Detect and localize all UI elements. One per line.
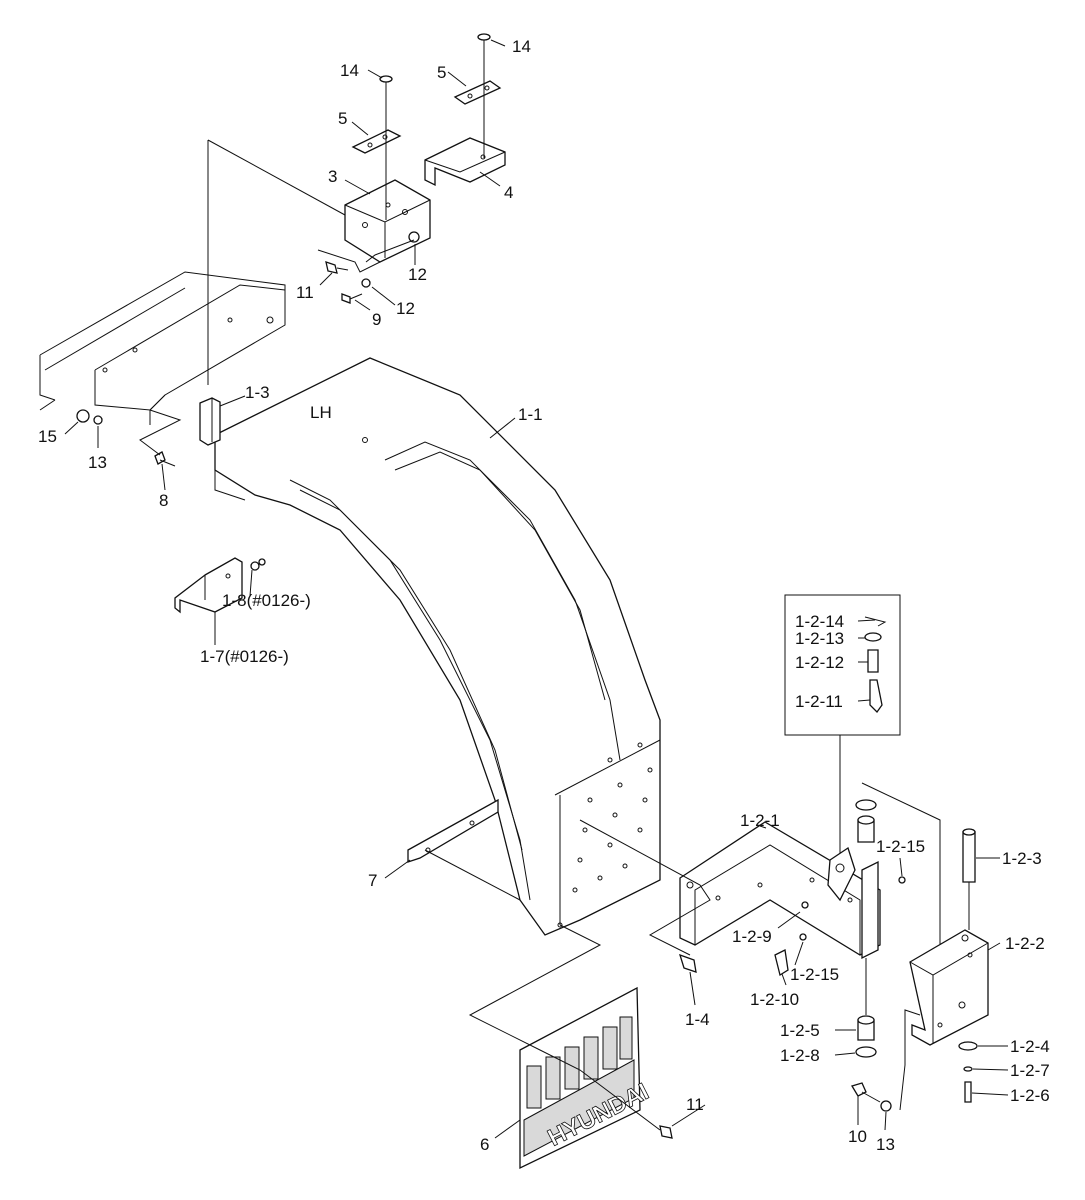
label-4: 4 (504, 183, 513, 202)
washer-1-2-8 (855, 1046, 877, 1058)
label-1-2-12: 1-2-12 (795, 653, 844, 672)
label-1-2-5: 1-2-5 (780, 1021, 820, 1040)
construction-lines (139, 58, 941, 1131)
block-1-3 (199, 397, 221, 446)
label-1-2-15-upper: 1-2-15 (876, 837, 925, 856)
bolt-9 (341, 293, 363, 304)
latch-assembly (827, 846, 856, 902)
label-1-2-1: 1-2-1 (740, 811, 780, 830)
label-9: 9 (372, 310, 381, 329)
label-8: 8 (159, 491, 168, 510)
label-1-2-4: 1-2-4 (1010, 1037, 1050, 1056)
label-13-upper: 13 (88, 453, 107, 472)
washer-1-2-15-upper (898, 876, 906, 884)
pin-1-2-10 (774, 949, 789, 977)
plate-5-right (453, 80, 502, 105)
label-13-lower: 13 (876, 1135, 895, 1154)
washer-13-lower (880, 1100, 892, 1112)
washer-13-upper (93, 415, 103, 425)
label-3: 3 (328, 167, 337, 186)
latch-detail-box (784, 594, 901, 860)
label-12-lower: 12 (396, 299, 415, 318)
screw-14-right (477, 33, 491, 58)
label-1-1: 1-1 (518, 405, 543, 424)
label-15: 15 (38, 427, 57, 446)
bolt-1-4 (678, 953, 697, 973)
nut-12-upper (408, 231, 420, 243)
label-1-3: 1-3 (245, 383, 270, 402)
label-1-2-13: 1-2-13 (795, 629, 844, 648)
label-1-2-3: 1-2-3 (1002, 849, 1042, 868)
label-1-2-6: 1-2-6 (1010, 1086, 1050, 1105)
bracket-1-2-2 (909, 929, 989, 1046)
part-labels: LH 14 14 5 5 3 4 11 12 12 9 1-3 1-1 15 1… (38, 37, 1050, 1154)
hinge-bracket-1-2-1 (679, 821, 881, 960)
label-7: 7 (368, 871, 377, 890)
bolt-11-upper (325, 261, 349, 274)
bracket-1-7 (174, 557, 243, 614)
washer-top (855, 799, 877, 811)
bolt-1-8 (250, 558, 266, 571)
chassis-frame (39, 271, 286, 425)
label-1-2-9: 1-2-9 (732, 927, 772, 946)
mounting-bracket-4 (424, 137, 506, 187)
label-1-2-8: 1-2-8 (780, 1046, 820, 1065)
label-1-4: 1-4 (685, 1010, 710, 1029)
label-1-7: 1-7(#0126-) (200, 647, 289, 666)
collar-top (857, 815, 875, 843)
bolt-8 (154, 451, 176, 467)
side-label-lh: LH (310, 403, 332, 422)
leader-lines (64, 39, 1009, 1139)
label-1-2-11: 1-2-11 (795, 692, 843, 711)
label-14-left: 14 (340, 61, 359, 80)
label-1-2-15-lower: 1-2-15 (790, 965, 839, 984)
label-1-2-2: 1-2-2 (1005, 934, 1045, 953)
label-1-2-10: 1-2-10 (750, 990, 799, 1009)
pin-1-2-6 (964, 1081, 972, 1103)
label-1-8: 1-8(#0126-) (222, 591, 311, 610)
nut-12-lower (361, 278, 371, 288)
label-5-right: 5 (437, 63, 446, 82)
washer-1-2-4 (958, 1041, 978, 1051)
label-5-left: 5 (338, 109, 347, 128)
screw-14-left (379, 75, 393, 100)
bolt-11-lower (659, 1125, 673, 1139)
nut-1-2-9 (801, 901, 809, 909)
pin-1-2-3 (962, 828, 976, 930)
collar-1-2-5 (857, 1015, 875, 1041)
nut-15 (76, 409, 90, 423)
label-1-2-14: 1-2-14 (795, 612, 844, 631)
label-10: 10 (848, 1127, 867, 1146)
label-11-lower: 11 (686, 1095, 704, 1114)
label-1-2-7: 1-2-7 (1010, 1061, 1050, 1080)
stay-7 (407, 798, 499, 863)
washer-1-2-7 (963, 1066, 973, 1072)
fender-1-1 (214, 357, 661, 936)
bolt-10 (851, 1082, 881, 1103)
mudflap-6: HYUNDAI (519, 986, 654, 1170)
label-11-upper: 11 (296, 283, 314, 302)
washer-1-2-15-lower (799, 933, 807, 941)
plate-5-left (351, 129, 402, 154)
label-14-right: 14 (512, 37, 531, 56)
label-6: 6 (480, 1135, 489, 1154)
label-12-upper: 12 (408, 265, 427, 284)
